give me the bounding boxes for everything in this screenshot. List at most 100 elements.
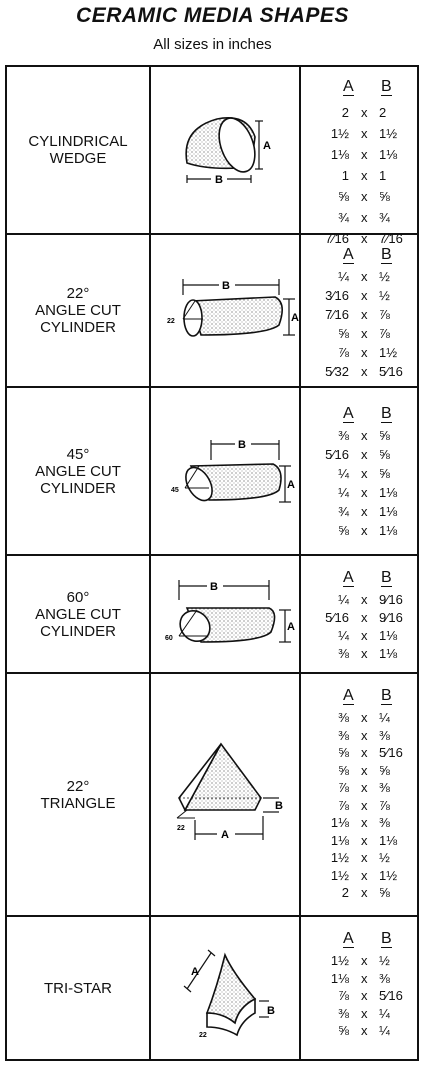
times-symbol: x [361, 345, 368, 360]
times-symbol: x [361, 797, 368, 813]
column-b-header: B [381, 930, 392, 948]
size-b-value: ⅝ [379, 189, 390, 204]
size-a-value: 1⅛ [330, 815, 349, 830]
size-a-value: 1⅛ [330, 970, 349, 986]
times-symbol: x [361, 447, 368, 462]
shape-diagram-cell: 60 B A [151, 556, 301, 672]
column-b-header: B [381, 687, 392, 705]
size-a-value: 5⁄16 [325, 610, 349, 625]
size-a-value: ¼ [338, 628, 349, 643]
size-b-value: 1⅛ [379, 646, 398, 661]
size-b-value: 1⅛ [379, 147, 398, 162]
column-b-header: B [381, 405, 392, 423]
angle-cut-cylinder-22-diagram: 22 B A [167, 279, 299, 337]
size-a-value: 5⁄16 [325, 447, 349, 462]
times-symbol: x [361, 189, 368, 204]
shape-name-line: TRIANGLE [40, 794, 116, 812]
times-symbol: x [361, 745, 368, 760]
size-a-value: ⅜ [338, 428, 349, 443]
size-b-value: ½ [379, 269, 390, 284]
dimension-a-label: A [191, 966, 199, 978]
times-symbol: x [361, 988, 368, 1003]
size-b-value: ¼ [379, 710, 390, 725]
table-row: CYLINDRICAL WEDGE A [7, 67, 417, 247]
size-b-value: ⅜ [379, 970, 390, 986]
column-a-header: A [343, 569, 354, 587]
times-symbol: x [361, 628, 368, 643]
times-symbol: x [361, 288, 368, 303]
times-symbol: x [361, 1023, 368, 1038]
times-symbol: x [361, 832, 368, 848]
shape-diagram-cell: 22 B A [151, 674, 301, 915]
times-symbol: x [361, 610, 368, 625]
angle-label: 45 [171, 487, 179, 494]
shape-name-line: CYLINDRICAL [28, 133, 128, 150]
size-a-value: ¼ [338, 466, 349, 481]
shape-name-line: CYLINDER [40, 479, 116, 497]
size-b-value: 1½ [379, 345, 398, 360]
size-b-value: ½ [379, 953, 390, 968]
size-a-value: ⅝ [338, 326, 349, 341]
angle-label: 22 [177, 825, 185, 832]
size-b-value: ⅞ [379, 307, 390, 322]
size-b-value: ½ [379, 288, 390, 303]
size-a-value: ⅝ [338, 523, 349, 538]
dimension-a-label: A [221, 829, 229, 841]
column-b-header: B [381, 569, 392, 587]
times-symbol: x [361, 307, 368, 322]
size-b-value: 2 [379, 105, 387, 120]
size-a-value: 3⁄16 [325, 288, 349, 303]
size-a-value: 1½ [330, 867, 349, 883]
shape-name-line: 60° [66, 588, 90, 606]
size-a-value: 1½ [330, 850, 349, 865]
angle-cut-cylinder-45-diagram: 45 B A [171, 439, 295, 503]
times-symbol: x [361, 646, 368, 661]
size-a-value: 1⅛ [330, 147, 349, 162]
times-symbol: x [361, 1005, 368, 1021]
dimension-b-label: B [222, 280, 230, 292]
shape-name-line: CYLINDER [40, 319, 116, 336]
shape-name-cell: 22° ANGLE CUT CYLINDER [7, 235, 151, 386]
size-a-value: ⅝ [338, 745, 349, 760]
size-a-value: ⅞ [338, 988, 349, 1003]
shape-name-line: TRI-STAR [43, 979, 113, 997]
times-symbol: x [361, 126, 368, 141]
column-b-header: B [381, 246, 392, 264]
size-a-value: 1½ [330, 953, 349, 968]
dimension-a-label: A [287, 621, 295, 633]
size-a-value: ⅜ [338, 710, 349, 725]
size-b-value: 1⅛ [379, 832, 398, 848]
times-symbol: x [361, 850, 368, 865]
times-symbol: x [361, 592, 368, 607]
triangle-22-diagram: 22 B A [176, 742, 283, 841]
times-symbol: x [361, 710, 368, 725]
angle-label: 22 [199, 1032, 207, 1039]
angle-label: 22 [167, 318, 175, 325]
shape-diagram-cell: 45 B A [151, 388, 301, 554]
times-symbol: x [361, 147, 368, 162]
tri-star-diagram: A B 22 [183, 949, 275, 1039]
dimension-b-label: B [267, 1005, 275, 1017]
shapes-table: CYLINDRICAL WEDGE A [5, 65, 419, 1061]
size-b-value: 1 [379, 168, 387, 183]
times-symbol: x [361, 867, 368, 883]
times-symbol: x [361, 364, 368, 379]
times-symbol: x [361, 815, 368, 830]
size-b-value: ⅝ [379, 447, 390, 462]
times-symbol: x [361, 269, 368, 284]
times-symbol: x [361, 762, 368, 778]
size-b-value: ⅜ [379, 815, 390, 830]
size-b-value: 5⁄16 [379, 364, 403, 379]
column-a-header: A [343, 405, 354, 423]
size-a-value: ⅝ [338, 189, 349, 204]
shape-name-line: ANGLE CUT [35, 462, 121, 480]
size-a-value: ¼ [338, 592, 349, 607]
size-b-value: ⅜ [379, 780, 390, 795]
size-b-value: ⅝ [379, 762, 390, 778]
